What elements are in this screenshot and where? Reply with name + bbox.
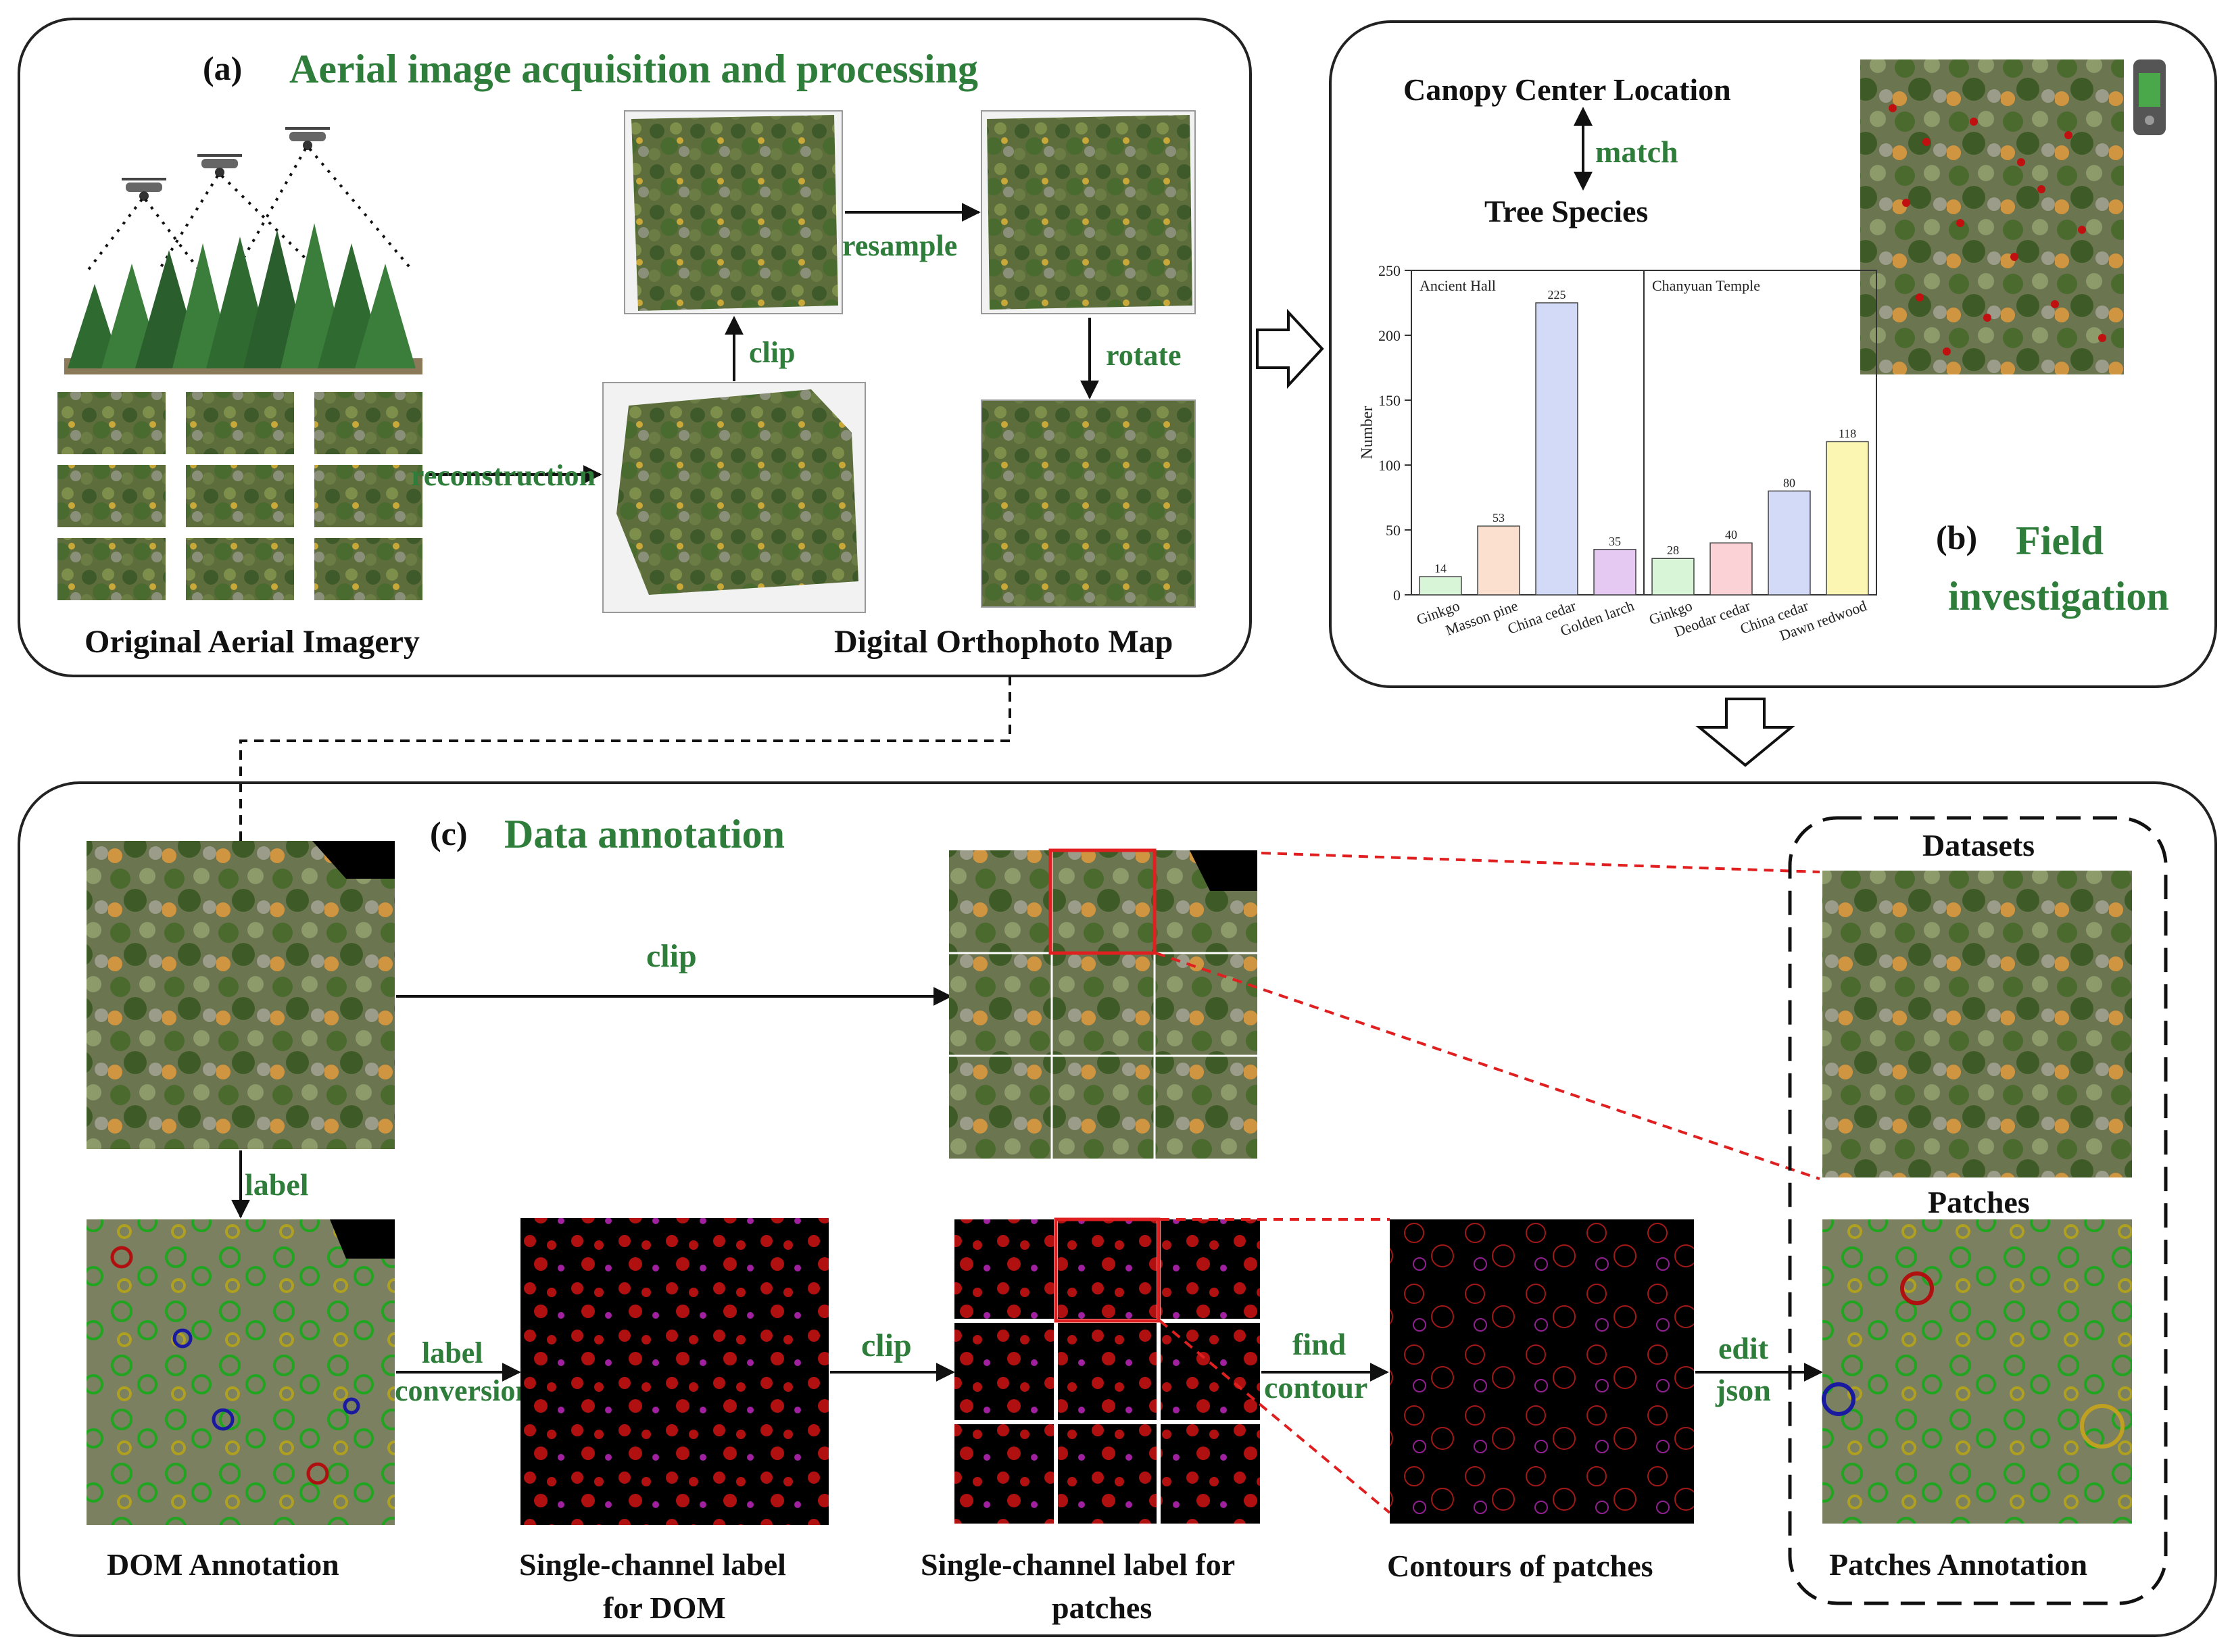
- panel-c-tag: (c): [430, 815, 468, 852]
- patches-label: Patches: [1928, 1185, 2030, 1219]
- caption-single-patch-2: patches: [1052, 1590, 1152, 1625]
- tree-species-label: Tree Species: [1484, 194, 1648, 228]
- chart-bar-value-label: 53: [1493, 511, 1505, 525]
- dom-clipped-grid: [949, 848, 1257, 1159]
- caption-dom-annotation: DOM Annotation: [107, 1547, 339, 1582]
- chart-y-tick-label: 100: [1378, 457, 1401, 474]
- label-resample: resample: [842, 229, 957, 262]
- panel-c-frame: [18, 781, 2217, 1637]
- drone-view-lines: [87, 147, 414, 272]
- label-rotate: rotate: [1106, 339, 1182, 372]
- chart-bar-value-label: 14: [1434, 562, 1447, 575]
- panel-a-title: Aerial image acquisition and processing: [289, 47, 978, 91]
- chart-y-tick-label: 50: [1386, 522, 1401, 539]
- red-dashed-zoom-4: [1159, 1319, 1391, 1514]
- chart-bar-value-label: 118: [1839, 427, 1856, 440]
- label-label: label: [245, 1167, 309, 1202]
- chart-bar-value-label: 225: [1548, 288, 1566, 301]
- dom-image-c: [87, 841, 395, 1149]
- panel-b-title-line1: Field: [2016, 518, 2104, 563]
- label-reconstruction: reconstruction: [411, 459, 596, 492]
- forest-trees-icon: [64, 223, 422, 374]
- dashed-connector-a-to-c: [239, 676, 1011, 841]
- match-label: match: [1595, 135, 1678, 169]
- chart-bar: [1768, 490, 1811, 596]
- chart-bar: [1419, 576, 1462, 596]
- dom-rotated-image: [981, 399, 1196, 608]
- chart-bar: [1593, 549, 1636, 596]
- chart-bar: [1651, 558, 1695, 596]
- aerial-image-grid: [57, 392, 422, 600]
- red-dashed-zoom-2: [1155, 952, 1820, 1180]
- chart-y-tick-label: 200: [1378, 327, 1401, 344]
- chart-group-name: Chanyuan Temple: [1652, 277, 1760, 294]
- caption-dom: Digital Orthophoto Map: [834, 624, 1173, 660]
- panel-b-frame: [1329, 20, 2217, 688]
- datasets-label: Datasets: [1922, 828, 2035, 863]
- label-clip-bottom: clip: [861, 1328, 912, 1363]
- dataset-patch-annotation-image: [1822, 1219, 2132, 1524]
- caption-original-imagery: Original Aerial Imagery: [84, 624, 420, 660]
- caption-contours: Contours of patches: [1387, 1549, 1653, 1583]
- chart-bar: [1477, 525, 1520, 596]
- field-map-image: [1860, 59, 2124, 374]
- caption-single-dom-2: for DOM: [603, 1590, 726, 1625]
- dom-annotation-image: [87, 1219, 395, 1525]
- label-contour: contour: [1264, 1370, 1367, 1405]
- panel-b-tag: (b): [1936, 518, 1977, 556]
- chart-bar-value-label: 28: [1667, 543, 1679, 557]
- canopy-center-points: [1889, 104, 2106, 356]
- label-json: json: [1715, 1373, 1771, 1407]
- drone-icon: [197, 154, 242, 177]
- caption-single-patch-1: Single-channel label for: [921, 1547, 1235, 1582]
- label-label-conversion-2: conversion: [395, 1374, 532, 1407]
- label-clip-a: clip: [749, 336, 795, 369]
- chart-bar: [1535, 302, 1578, 596]
- panel-a-tag: (a): [203, 49, 242, 87]
- single-channel-dom-image: [520, 1218, 829, 1525]
- arrow-b-to-c: [1695, 698, 1795, 767]
- canopy-center-label: Canopy Center Location: [1403, 72, 1731, 107]
- label-label-conversion-1: label: [422, 1336, 483, 1369]
- drone-icon: [122, 178, 166, 201]
- chart-bar: [1709, 542, 1753, 596]
- contours-image: [1390, 1219, 1694, 1524]
- chart-bar: [1826, 441, 1869, 596]
- chart-y-tick-label: 250: [1378, 262, 1401, 279]
- label-clip-top: clip: [646, 938, 697, 974]
- chart-group-name: Ancient Hall: [1420, 277, 1496, 294]
- chart-y-tick-label: 150: [1378, 392, 1401, 409]
- red-dashed-zoom-1: [1261, 852, 1820, 873]
- label-find: find: [1292, 1327, 1347, 1361]
- arrow-a-to-b: [1256, 308, 1324, 389]
- panel-c-title: Data annotation: [504, 812, 785, 856]
- chart-bar-value-label: 80: [1783, 476, 1795, 489]
- caption-single-dom-1: Single-channel label: [519, 1547, 786, 1582]
- panel-a-frame: [18, 18, 1252, 677]
- caption-patches-annotation: Patches Annotation: [1829, 1547, 2087, 1582]
- gps-device-icon: [2133, 59, 2166, 135]
- drone-icon: [285, 127, 330, 150]
- datasets-box: [1788, 816, 2168, 1605]
- chart-y-axis-label: Number: [1359, 406, 1376, 460]
- panel-b-title-line2: investigation: [1948, 574, 2169, 618]
- chart-bar-value-label: 35: [1609, 535, 1621, 548]
- chart-bar-value-label: 40: [1725, 528, 1737, 541]
- dataset-patch-image: [1822, 871, 2132, 1177]
- chart-y-tick-label: 0: [1393, 587, 1401, 604]
- label-edit: edit: [1718, 1331, 1769, 1365]
- single-channel-patches-image: [954, 1217, 1260, 1524]
